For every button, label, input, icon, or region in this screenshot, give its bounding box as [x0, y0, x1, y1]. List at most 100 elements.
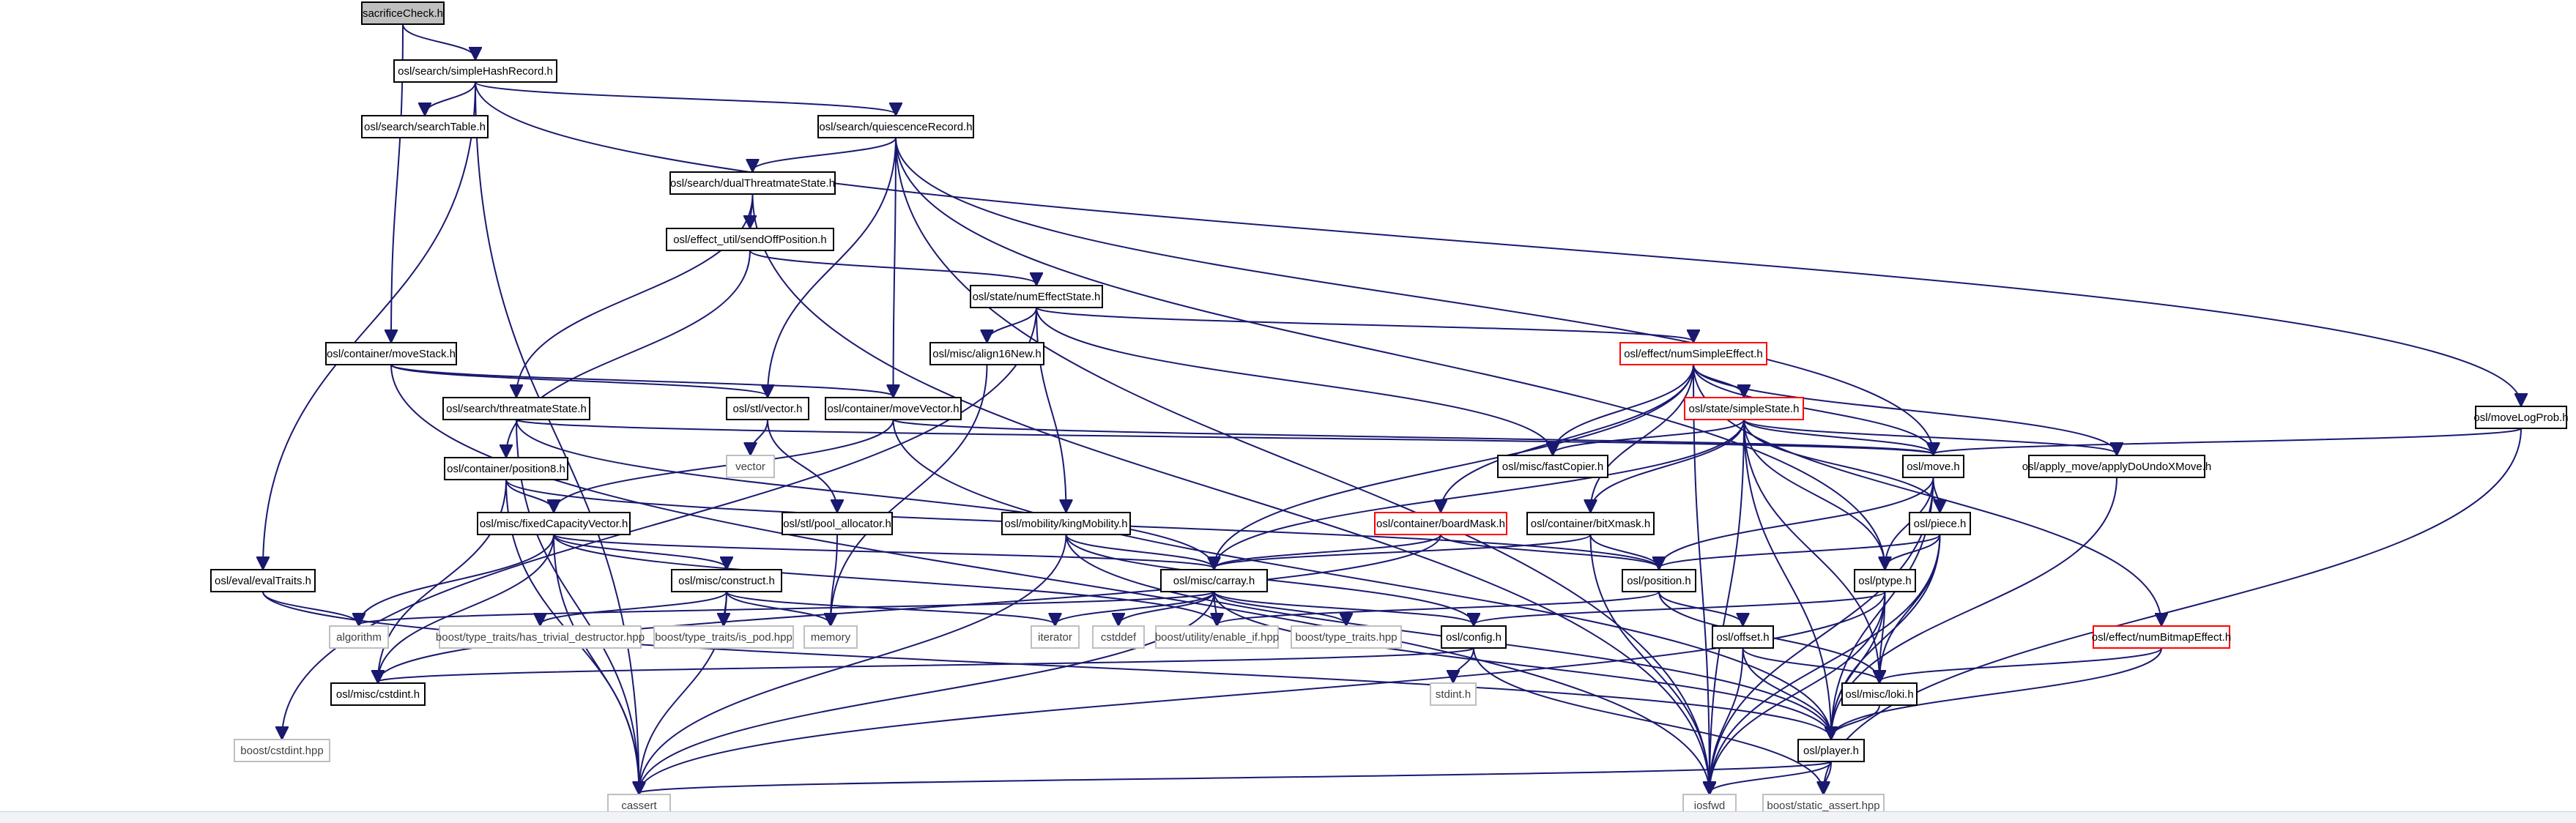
- edge-n41-to-n44: [1879, 647, 2162, 682]
- edge-n26-to-n46: [262, 591, 1831, 738]
- node-osl-container-boardmask-h[interactable]: osl/container/boardMask.h: [1374, 512, 1507, 535]
- node-box: [1374, 512, 1507, 535]
- edge-n10-to-n28: [516, 419, 1214, 568]
- edge-n19-to-n42: [378, 479, 507, 682]
- node-label: osl/misc/fixedCapacityVector.h: [480, 518, 628, 530]
- edge-n46-to-n48: [1710, 761, 1832, 793]
- node-label: osl/misc/align16New.h: [932, 348, 1041, 360]
- node-iterator: iterator: [1031, 625, 1080, 649]
- node-osl-container-bitxmask-h[interactable]: osl/container/bitXmask.h: [1526, 512, 1655, 535]
- node-box: [1909, 512, 1971, 535]
- node-osl-ptype-h[interactable]: osl/ptype.h: [1854, 569, 1916, 592]
- node-osl-state-simplestate-h[interactable]: osl/state/simpleState.h: [1684, 397, 1804, 420]
- node-osl-container-movevector-h[interactable]: osl/container/moveVector.h: [825, 397, 962, 420]
- nodes-layer: sacrificeCheck.h osl/search/simpleHashRec…: [210, 1, 2569, 817]
- edge-n25-to-n30: [1885, 534, 1941, 568]
- edge-n4-to-n48: [751, 193, 1710, 793]
- node-box: [666, 228, 834, 251]
- node-box: [1155, 625, 1279, 649]
- edge-n3-to-n12: [894, 137, 897, 396]
- node-osl-misc-carray-h[interactable]: osl/misc/carray.h: [1160, 569, 1268, 592]
- node-box: [726, 455, 775, 478]
- node-label: cstddef: [1101, 631, 1137, 644]
- node-osl-stl-vector-h[interactable]: osl/stl/vector.h: [726, 397, 809, 420]
- edge-n10-to-n17: [516, 419, 1934, 454]
- edges-layer: [262, 23, 2522, 793]
- edge-n17-to-n48: [1710, 477, 1934, 793]
- node-osl-misc-fastcopier-h[interactable]: osl/misc/fastCopier.h: [1497, 455, 1608, 478]
- node-label: osl/container/boardMask.h: [1376, 518, 1505, 530]
- edge-n40-to-n48: [1710, 647, 1744, 793]
- node-osl-eval-evaltraits-h[interactable]: osl/eval/evalTraits.h: [210, 569, 316, 592]
- edge-n39-to-n42: [378, 647, 1474, 682]
- edge-n39-to-n43: [1453, 647, 1474, 682]
- node-osl-search-threatmatestate-h[interactable]: osl/search/threatmateState.h: [442, 397, 590, 420]
- node-osl-misc-align16new-h[interactable]: osl/misc/align16New.h: [929, 342, 1044, 365]
- edge-n14-to-n17: [1934, 428, 2522, 454]
- node-box: [1712, 625, 1774, 649]
- edge-n3-to-n30: [895, 137, 1885, 568]
- edge-n9-to-n17: [1693, 364, 1934, 454]
- node-osl-position-h[interactable]: osl/position.h: [1622, 569, 1696, 592]
- edge-n6-to-n16: [1036, 307, 1553, 454]
- edge-n3-to-n48: [895, 137, 1710, 793]
- edge-n24-to-n28: [1214, 534, 1592, 568]
- node-box: [1684, 397, 1804, 420]
- edge-n3-to-n4: [753, 137, 897, 171]
- node-box: [803, 625, 858, 649]
- node-label: osl/stl/pool_allocator.h: [783, 518, 891, 530]
- node-osl-state-numeffectstate-h[interactable]: osl/state/numEffectState.h: [970, 285, 1103, 308]
- edge-n46-to-n47: [639, 761, 1832, 793]
- node-label: iterator: [1038, 631, 1072, 644]
- node-osl-movelogprob-h[interactable]: osl/moveLogProb.h: [2473, 406, 2569, 429]
- edge-n13-to-n24: [1591, 419, 1745, 511]
- node-osl-misc-loki-h[interactable]: osl/misc/loki.h: [1841, 682, 1918, 706]
- node-osl-stl-pool-allocator-h[interactable]: osl/stl/pool_allocator.h: [782, 512, 893, 535]
- node-osl-search-dualthreatmatestate-h[interactable]: osl/search/dualThreatmateState.h: [669, 171, 836, 195]
- node-osl-container-position8-h[interactable]: osl/container/position8.h: [444, 457, 568, 480]
- edge-n21-to-n34: [831, 534, 838, 625]
- node-osl-misc-cstdint-h[interactable]: osl/misc/cstdint.h: [330, 682, 426, 706]
- node-sacrificecheck-h[interactable]: sacrificeCheck.h: [361, 1, 445, 25]
- node-box: [2475, 406, 2567, 429]
- node-osl-effect-numsimpleeffect-h[interactable]: osl/effect/numSimpleEffect.h: [1619, 342, 1767, 365]
- node-osl-apply-move-applydoundoxmove-h[interactable]: osl/apply_move/applyDoUndoXMove.h: [2022, 455, 2211, 478]
- edge-n24-to-n48: [1589, 534, 1710, 793]
- edge-n7-to-n48: [390, 364, 1710, 793]
- node-label: osl/search/searchTable.h: [364, 121, 486, 133]
- node-label: cassert: [621, 800, 657, 812]
- node-osl-player-h[interactable]: osl/player.h: [1797, 739, 1865, 762]
- node-label: osl/ptype.h: [1858, 575, 1912, 587]
- node-osl-effect-numbitmapeffect-h[interactable]: osl/effect/numBitmapEffect.h: [2092, 625, 2231, 649]
- node-osl-config-h[interactable]: osl/config.h: [1441, 625, 1507, 649]
- edge-n20-to-n27: [553, 534, 727, 568]
- edge-n17-to-n25: [1932, 477, 1940, 511]
- node-osl-container-movestack-h[interactable]: osl/container/moveStack.h: [325, 342, 457, 365]
- node-osl-offset-h[interactable]: osl/offset.h: [1712, 625, 1774, 649]
- node-osl-piece-h[interactable]: osl/piece.h: [1909, 512, 1971, 535]
- node-osl-misc-fixedcapacityvector-h[interactable]: osl/misc/fixedCapacityVector.h: [477, 512, 631, 535]
- edge-n28-to-n36: [1118, 591, 1215, 625]
- node-label: osl/apply_move/applyDoUndoXMove.h: [2022, 461, 2211, 473]
- node-label: osl/mobility/kingMobility.h: [1004, 518, 1127, 530]
- edge-n27-to-n32: [541, 591, 727, 625]
- node-box: [2093, 625, 2230, 649]
- edge-n7-to-n12: [390, 364, 894, 396]
- node-osl-search-simplehashrecord-h[interactable]: osl/search/simpleHashRecord.h: [393, 59, 557, 83]
- node-osl-mobility-kingmobility-h[interactable]: osl/mobility/kingMobility.h: [1001, 512, 1131, 535]
- node-osl-misc-construct-h[interactable]: osl/misc/construct.h: [671, 569, 782, 592]
- edge-n11-to-n15: [751, 419, 768, 454]
- edge-n23-to-n42: [378, 534, 1441, 682]
- node-osl-effect-util-sendoffposition-h[interactable]: osl/effect_util/sendOffPosition.h: [666, 228, 834, 251]
- node-osl-search-searchtable-h[interactable]: osl/search/searchTable.h: [361, 115, 489, 138]
- node-box: [1160, 569, 1268, 592]
- edge-n1-to-n14: [475, 81, 2521, 405]
- edge-n0-to-n1: [402, 23, 475, 59]
- node-box: [726, 397, 809, 420]
- node-box: [671, 569, 782, 592]
- footer-strip: [0, 811, 2576, 823]
- node-box: [234, 739, 330, 762]
- node-osl-search-quiescencerecord-h[interactable]: osl/search/quiescenceRecord.h: [817, 115, 974, 138]
- node-osl-move-h[interactable]: osl/move.h: [1902, 455, 1964, 478]
